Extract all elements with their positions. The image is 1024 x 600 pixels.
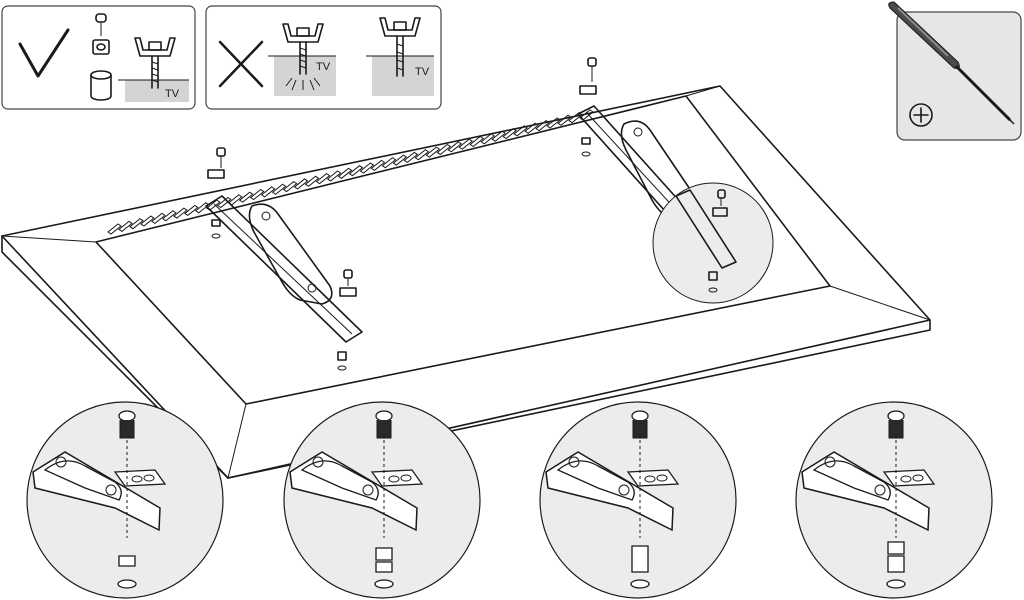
phillips-icon: [909, 103, 933, 127]
detail-2: [283, 401, 481, 599]
vent-slot: [502, 127, 518, 140]
vent-slot: [337, 167, 353, 179]
vent-slot: [238, 191, 254, 203]
vent-slot: [425, 146, 441, 158]
vent-slot: [151, 212, 166, 225]
vent-slot: [162, 210, 177, 222]
vent-slot: [271, 183, 287, 195]
vent-slot: [535, 119, 550, 132]
tool-panel: [888, 1, 1022, 141]
vent-slot: [403, 151, 419, 164]
vent-slot: [436, 143, 452, 156]
vent-slot: [118, 220, 133, 232]
vent-slot: [293, 178, 309, 190]
vent-slot: [414, 149, 430, 161]
vent-slot: [524, 122, 539, 134]
tv-label: TV: [415, 66, 430, 78]
vent-slot: [469, 135, 485, 148]
vent-slot: [282, 180, 298, 193]
screw-too-short-icon: TV: [366, 17, 434, 96]
vent-slot: [491, 130, 507, 142]
screw-stack-icon: [90, 13, 112, 101]
incorrect-panel: TV TV: [205, 5, 442, 110]
vent-slot: [183, 204, 199, 217]
correct-panel: TV: [1, 5, 196, 110]
vent-slot: [326, 170, 342, 182]
screw-icon: [579, 57, 597, 157]
check-icon: [18, 28, 70, 78]
vent-slot: [216, 196, 232, 209]
vent-slot: [129, 218, 144, 230]
vent-slot: [381, 157, 397, 169]
vent-slot: [173, 207, 188, 219]
vent-slots: [107, 109, 594, 235]
vent-slot: [458, 138, 474, 150]
screw-icon: [337, 269, 357, 371]
cross-icon: [218, 40, 264, 88]
vent-slot: [359, 162, 375, 174]
detail-3: [539, 401, 737, 599]
vent-slot: [140, 215, 155, 227]
vent-slot: [107, 223, 122, 235]
vent-slot: [557, 114, 572, 126]
detail-magnifier: [652, 182, 774, 304]
vent-slot: [546, 117, 561, 129]
vent-slot: [568, 112, 583, 124]
screw-icon: [207, 147, 226, 239]
vent-slot: [348, 165, 364, 177]
vent-slot: [370, 159, 386, 171]
vent-slot: [447, 141, 463, 153]
vent-slot: [513, 125, 528, 137]
detail-1: [26, 401, 224, 599]
screw-too-long-icon: TV: [268, 23, 336, 96]
vent-slot: [315, 173, 331, 185]
detail-4: [795, 401, 993, 599]
tv-label: TV: [316, 61, 331, 73]
vent-slot: [249, 188, 265, 201]
vent-slot: [260, 186, 276, 198]
bracket-mounted-icon: TV: [118, 37, 189, 102]
tv-back: [1, 57, 931, 479]
tv-label: TV: [165, 88, 180, 100]
screwdriver-icon: [888, 1, 1015, 125]
vent-slot: [392, 154, 408, 166]
left-bracket: [205, 195, 363, 343]
vent-slot: [480, 133, 496, 145]
vent-slot: [304, 175, 320, 187]
